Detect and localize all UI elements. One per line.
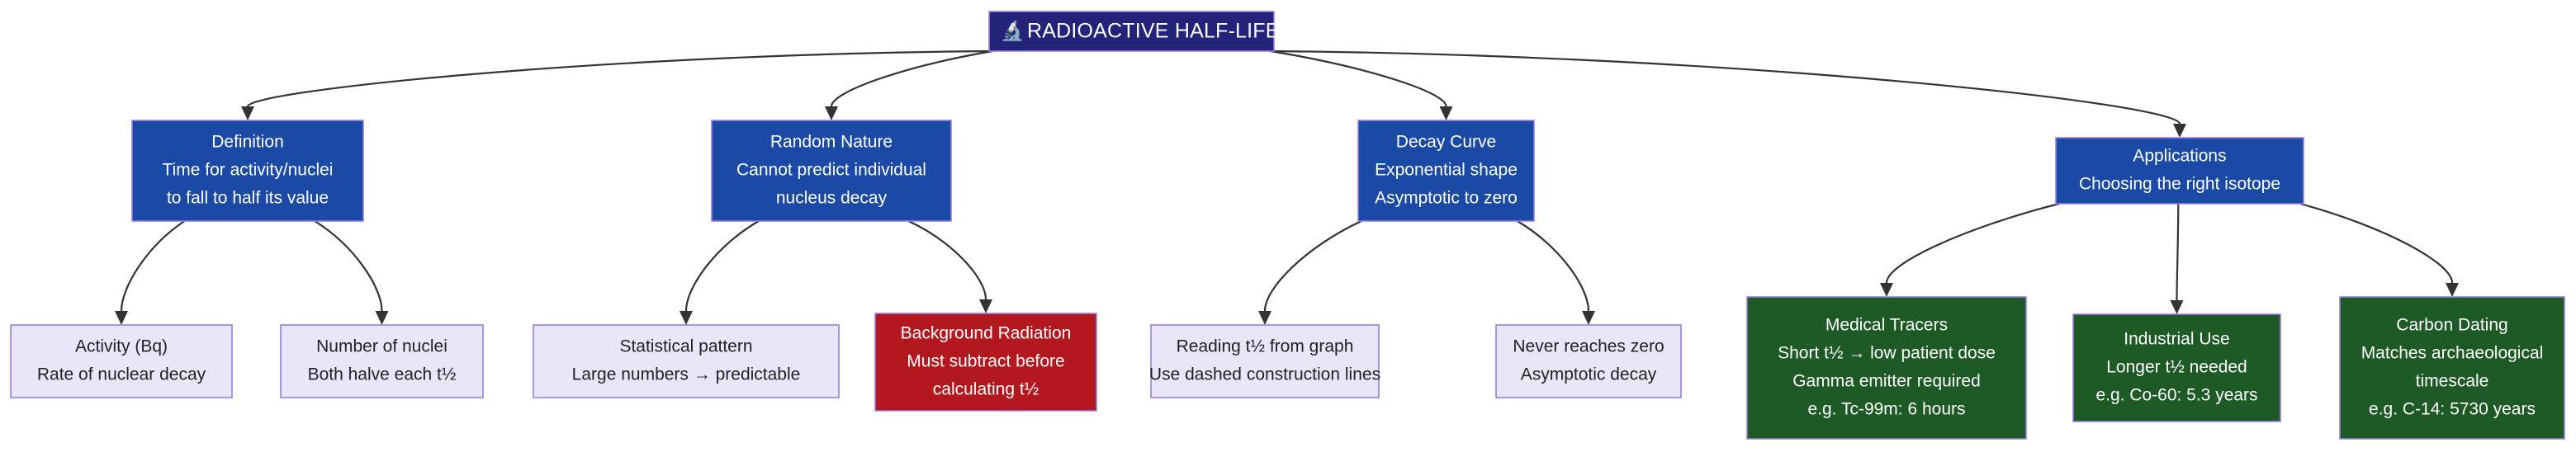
node-random-nature-line-3: nucleus decay <box>776 189 888 208</box>
edge-decay-curve-to-never-reaches-zero <box>1517 220 1590 312</box>
edge-applications-to-industrial-use <box>2176 203 2180 301</box>
node-activity-bq-box[interactable] <box>10 324 233 398</box>
node-decay-curve-line-3: Asymptotic to zero <box>1375 189 1518 208</box>
node-applications-line-1: Applications <box>2133 147 2226 166</box>
node-root[interactable]: 🔬RADIOACTIVE HALF-LIFE <box>988 11 1280 52</box>
node-activity-bq[interactable]: Activity (Bq) Rate of nuclear decay <box>10 324 233 398</box>
node-applications-box[interactable] <box>2055 137 2304 205</box>
edge-root-to-decay-curve-arrowhead <box>1439 106 1453 120</box>
node-never-reaches-zero-box[interactable] <box>1495 324 1682 398</box>
edge-random-nature-to-background-radiation-arrowhead <box>979 299 992 313</box>
edge-root-to-random-nature-arrowhead <box>825 106 838 120</box>
node-random-nature-line-1: Random Nature <box>770 133 893 152</box>
edge-definition-to-activity-bq-arrowhead <box>115 311 128 325</box>
node-industrial-use-box[interactable] <box>2072 313 2281 422</box>
node-activity-bq-line-2: Rate of nuclear decay <box>37 365 206 384</box>
edge-decay-curve-to-reading-half-life <box>1263 220 1362 312</box>
edge-random-nature-to-background-radiation <box>908 220 987 300</box>
edge-applications-to-industrial-use-arrowhead <box>2170 300 2184 314</box>
node-medical-tracers-box[interactable] <box>1746 296 2027 440</box>
node-medical-tracers-line-3: Gamma emitter required <box>1792 372 1981 391</box>
node-statistical-pattern-line-1: Statistical pattern <box>619 337 752 356</box>
node-background-radiation-box[interactable] <box>874 313 1097 412</box>
node-never-reaches-zero-line-2: Asymptotic decay <box>1521 365 1657 384</box>
node-statistical-pattern-box[interactable] <box>533 324 840 398</box>
edge-applications-to-carbon-dating-arrowhead <box>2446 283 2459 297</box>
node-background-radiation-line-3: calculating t½ <box>933 380 1039 399</box>
node-never-reaches-zero-line-1: Never reaches zero <box>1513 337 1664 356</box>
edge-root-to-random-nature <box>830 49 993 107</box>
node-background-radiation-line-2: Must subtract before <box>907 352 1064 371</box>
node-decay-curve-line-2: Exponential shape <box>1375 161 1518 180</box>
node-definition-box[interactable] <box>131 120 364 222</box>
node-applications-line-2: Choosing the right isotope <box>2079 175 2280 194</box>
node-carbon-dating-line-4: e.g. C-14: 5730 years <box>2369 400 2536 419</box>
node-industrial-use-line-1: Industrial Use <box>2124 330 2229 349</box>
edge-random-nature-to-statistical-pattern <box>684 220 760 312</box>
node-background-radiation-line-1: Background Radiation <box>901 324 1072 343</box>
edge-root-to-applications <box>1270 49 2181 125</box>
node-carbon-dating-box[interactable] <box>2339 296 2565 440</box>
edge-root-to-decay-curve <box>1270 49 1447 107</box>
edge-layer <box>115 49 2459 325</box>
node-definition-line-3: to fall to half its value <box>167 189 329 208</box>
edge-root-to-applications-arrowhead <box>2173 124 2186 138</box>
node-reading-half-life-from-graph-line-2: Use dashed construction lines <box>1149 365 1380 384</box>
node-industrial-use-line-3: e.g. Co-60: 5.3 years <box>2095 386 2257 405</box>
node-random-nature-box[interactable] <box>711 120 952 222</box>
edge-applications-to-medical-tracers-arrowhead <box>1880 283 1893 297</box>
node-medical-tracers-line-2: Short t½ → low patient dose <box>1778 344 1996 363</box>
root-title: RADIOACTIVE HALF-LIFE <box>1027 20 1280 43</box>
node-random-nature-line-2: Cannot predict individual <box>736 161 926 180</box>
node-carbon-dating-line-1: Carbon Dating <box>2396 316 2507 335</box>
node-decay-curve-box[interactable] <box>1357 120 1535 222</box>
node-activity-bq-line-1: Activity (Bq) <box>75 337 168 356</box>
node-number-of-nuclei-line-1: Number of nuclei <box>316 337 447 356</box>
node-number-of-nuclei-line-2: Both halve each t½ <box>308 365 457 384</box>
node-root-box[interactable] <box>988 11 1275 52</box>
node-reading-half-life-from-graph-line-1: Reading t½ from graph <box>1177 337 1354 356</box>
edge-root-to-definition <box>246 49 993 107</box>
node-number-of-nuclei-box[interactable] <box>280 324 484 398</box>
node-reading-half-life-from-graph-box[interactable] <box>1150 324 1380 398</box>
edge-definition-to-number-of-nuclei <box>314 220 383 312</box>
node-carbon-dating-line-2: Matches archaeological <box>2361 344 2544 363</box>
node-definition-line-2: Time for activity/nuclei <box>163 161 334 180</box>
edge-definition-to-activity-bq <box>120 220 186 312</box>
edge-applications-to-medical-tracers <box>1885 202 2060 284</box>
node-carbon-dating-line-3: timescale <box>2416 372 2489 391</box>
node-medical-tracers-line-4: e.g. Tc-99m: 6 hours <box>1807 400 1965 419</box>
node-definition-line-1: Definition <box>211 133 284 152</box>
edge-decay-curve-to-never-reaches-zero-arrowhead <box>1582 311 1595 325</box>
node-decay-curve-line-1: Decay Curve <box>1396 133 1496 152</box>
edge-random-nature-to-statistical-pattern-arrowhead <box>680 311 693 325</box>
node-medical-tracers-line-1: Medical Tracers <box>1825 316 1948 335</box>
edge-root-to-definition-arrowhead <box>241 106 254 120</box>
edge-decay-curve-to-reading-half-life-arrowhead <box>1258 311 1271 325</box>
node-statistical-pattern-line-2: Large numbers → predictable <box>572 365 801 384</box>
edge-definition-to-number-of-nuclei-arrowhead <box>375 311 389 325</box>
microscope-icon: 🔬 <box>1001 19 1025 42</box>
edge-applications-to-carbon-dating <box>2299 202 2454 284</box>
node-industrial-use-line-2: Longer t½ needed <box>2106 358 2247 377</box>
